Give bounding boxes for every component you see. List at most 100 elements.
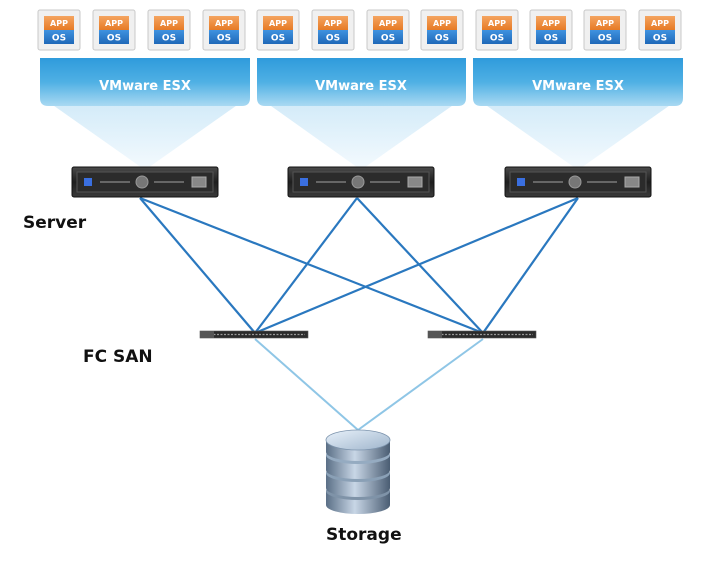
- vm-os-block: [154, 30, 184, 44]
- vm-app-block: [318, 16, 348, 30]
- fc-san-label: FC SAN: [83, 347, 153, 367]
- vm-tile-10: APP OS: [529, 9, 573, 51]
- vm-app-label: APP: [488, 19, 506, 28]
- vm-app-block: [99, 16, 129, 30]
- vm-os-label: OS: [490, 34, 504, 44]
- vm-app-block: [373, 16, 403, 30]
- esx-cone-1: [40, 96, 250, 170]
- power-led-icon: [300, 178, 308, 186]
- vm-os-block: [536, 30, 566, 44]
- vm-app-label: APP: [160, 19, 178, 28]
- vm-app-block: [154, 16, 184, 30]
- vm-os-label: OS: [598, 34, 612, 44]
- fc-switch-2: [427, 330, 537, 339]
- esx-label-2: VMware ESX: [315, 79, 407, 94]
- vm-app-block: [536, 16, 566, 30]
- link-server1-switch2: [139, 196, 484, 335]
- vm-app-block: [44, 16, 74, 30]
- esx-projection-cones: [40, 96, 683, 170]
- vm-os-label: OS: [326, 34, 340, 44]
- vm-os-label: OS: [217, 34, 231, 44]
- vm-os-block: [318, 30, 348, 44]
- server-row: [71, 166, 652, 198]
- vm-tile-12: APP OS: [638, 9, 682, 51]
- power-led-icon: [84, 178, 92, 186]
- vm-os-block: [209, 30, 239, 44]
- esx-cone-2: [257, 96, 466, 170]
- vm-app-label: APP: [269, 19, 287, 28]
- link-switch2-storage: [357, 338, 484, 431]
- vm-tile-6: APP OS: [311, 9, 355, 51]
- fabric-links: [139, 196, 579, 335]
- vm-app-label: APP: [215, 19, 233, 28]
- hypervisor-row: VMware ESX VMware ESX VMware ESX: [40, 58, 683, 106]
- vm-tile-3: APP OS: [147, 9, 191, 51]
- vm-app-label: APP: [105, 19, 123, 28]
- vm-tile-4: APP OS: [202, 9, 246, 51]
- vm-tile-1: APP OS: [37, 9, 81, 51]
- vm-app-block: [482, 16, 512, 30]
- vm-tile-9: APP OS: [475, 9, 519, 51]
- power-led-icon: [517, 178, 525, 186]
- drive-bay-icon: [191, 176, 207, 188]
- vm-os-block: [44, 30, 74, 44]
- vm-os-block: [427, 30, 457, 44]
- power-button-icon: [135, 175, 149, 189]
- link-server1-switch1: [139, 197, 256, 334]
- fc-switch-row: [199, 330, 537, 339]
- vm-app-block: [590, 16, 620, 30]
- vm-tile-8: APP OS: [420, 9, 464, 51]
- vm-os-label: OS: [107, 34, 121, 44]
- storage-label: Storage: [326, 525, 402, 545]
- esx-cone-3: [473, 96, 683, 170]
- power-button-icon: [568, 175, 582, 189]
- link-server2-switch2: [356, 197, 484, 334]
- vm-os-label: OS: [162, 34, 176, 44]
- vm-os-label: OS: [52, 34, 66, 44]
- vm-os-block: [645, 30, 675, 44]
- vm-os-block: [99, 30, 129, 44]
- vm-os-block: [482, 30, 512, 44]
- vm-app-block: [645, 16, 675, 30]
- vm-app-label: APP: [596, 19, 614, 28]
- vm-tile-7: APP OS: [366, 9, 410, 51]
- vm-os-block: [590, 30, 620, 44]
- vm-tile-11: APP OS: [583, 9, 627, 51]
- vm-tile-2: APP OS: [92, 9, 136, 51]
- vm-app-label: APP: [50, 19, 68, 28]
- vm-app-label: APP: [379, 19, 397, 28]
- vm-row: APP OS APP OS APP OS APP OS: [37, 9, 682, 51]
- vm-os-label: OS: [271, 34, 285, 44]
- link-server3-switch2: [482, 197, 579, 334]
- hypervisor-esx-1: VMware ESX: [40, 58, 250, 106]
- link-server2-switch1: [254, 197, 358, 334]
- vm-app-block: [427, 16, 457, 30]
- fc-switch-1: [199, 330, 309, 339]
- hypervisor-esx-3: VMware ESX: [473, 58, 683, 106]
- vm-app-block: [209, 16, 239, 30]
- vm-app-label: APP: [324, 19, 342, 28]
- power-button-icon: [351, 175, 365, 189]
- vm-tile-5: APP OS: [256, 9, 300, 51]
- vm-app-label: APP: [651, 19, 669, 28]
- link-server3-switch1: [254, 196, 579, 335]
- server-2: [287, 166, 435, 198]
- server-label: Server: [23, 213, 87, 233]
- drive-bay-icon: [624, 176, 640, 188]
- storage-links: [254, 338, 484, 431]
- esx-label-3: VMware ESX: [532, 79, 624, 94]
- vm-os-label: OS: [544, 34, 558, 44]
- vm-os-label: OS: [653, 34, 667, 44]
- server-1: [71, 166, 219, 198]
- vm-os-label: OS: [435, 34, 449, 44]
- vm-app-label: APP: [433, 19, 451, 28]
- vm-app-label: APP: [542, 19, 560, 28]
- vm-os-block: [373, 30, 403, 44]
- hypervisor-esx-2: VMware ESX: [257, 58, 466, 106]
- vm-os-label: OS: [381, 34, 395, 44]
- server-3: [504, 166, 652, 198]
- vm-os-block: [263, 30, 293, 44]
- storage-database-icon: [325, 429, 391, 514]
- link-switch1-storage: [254, 338, 359, 431]
